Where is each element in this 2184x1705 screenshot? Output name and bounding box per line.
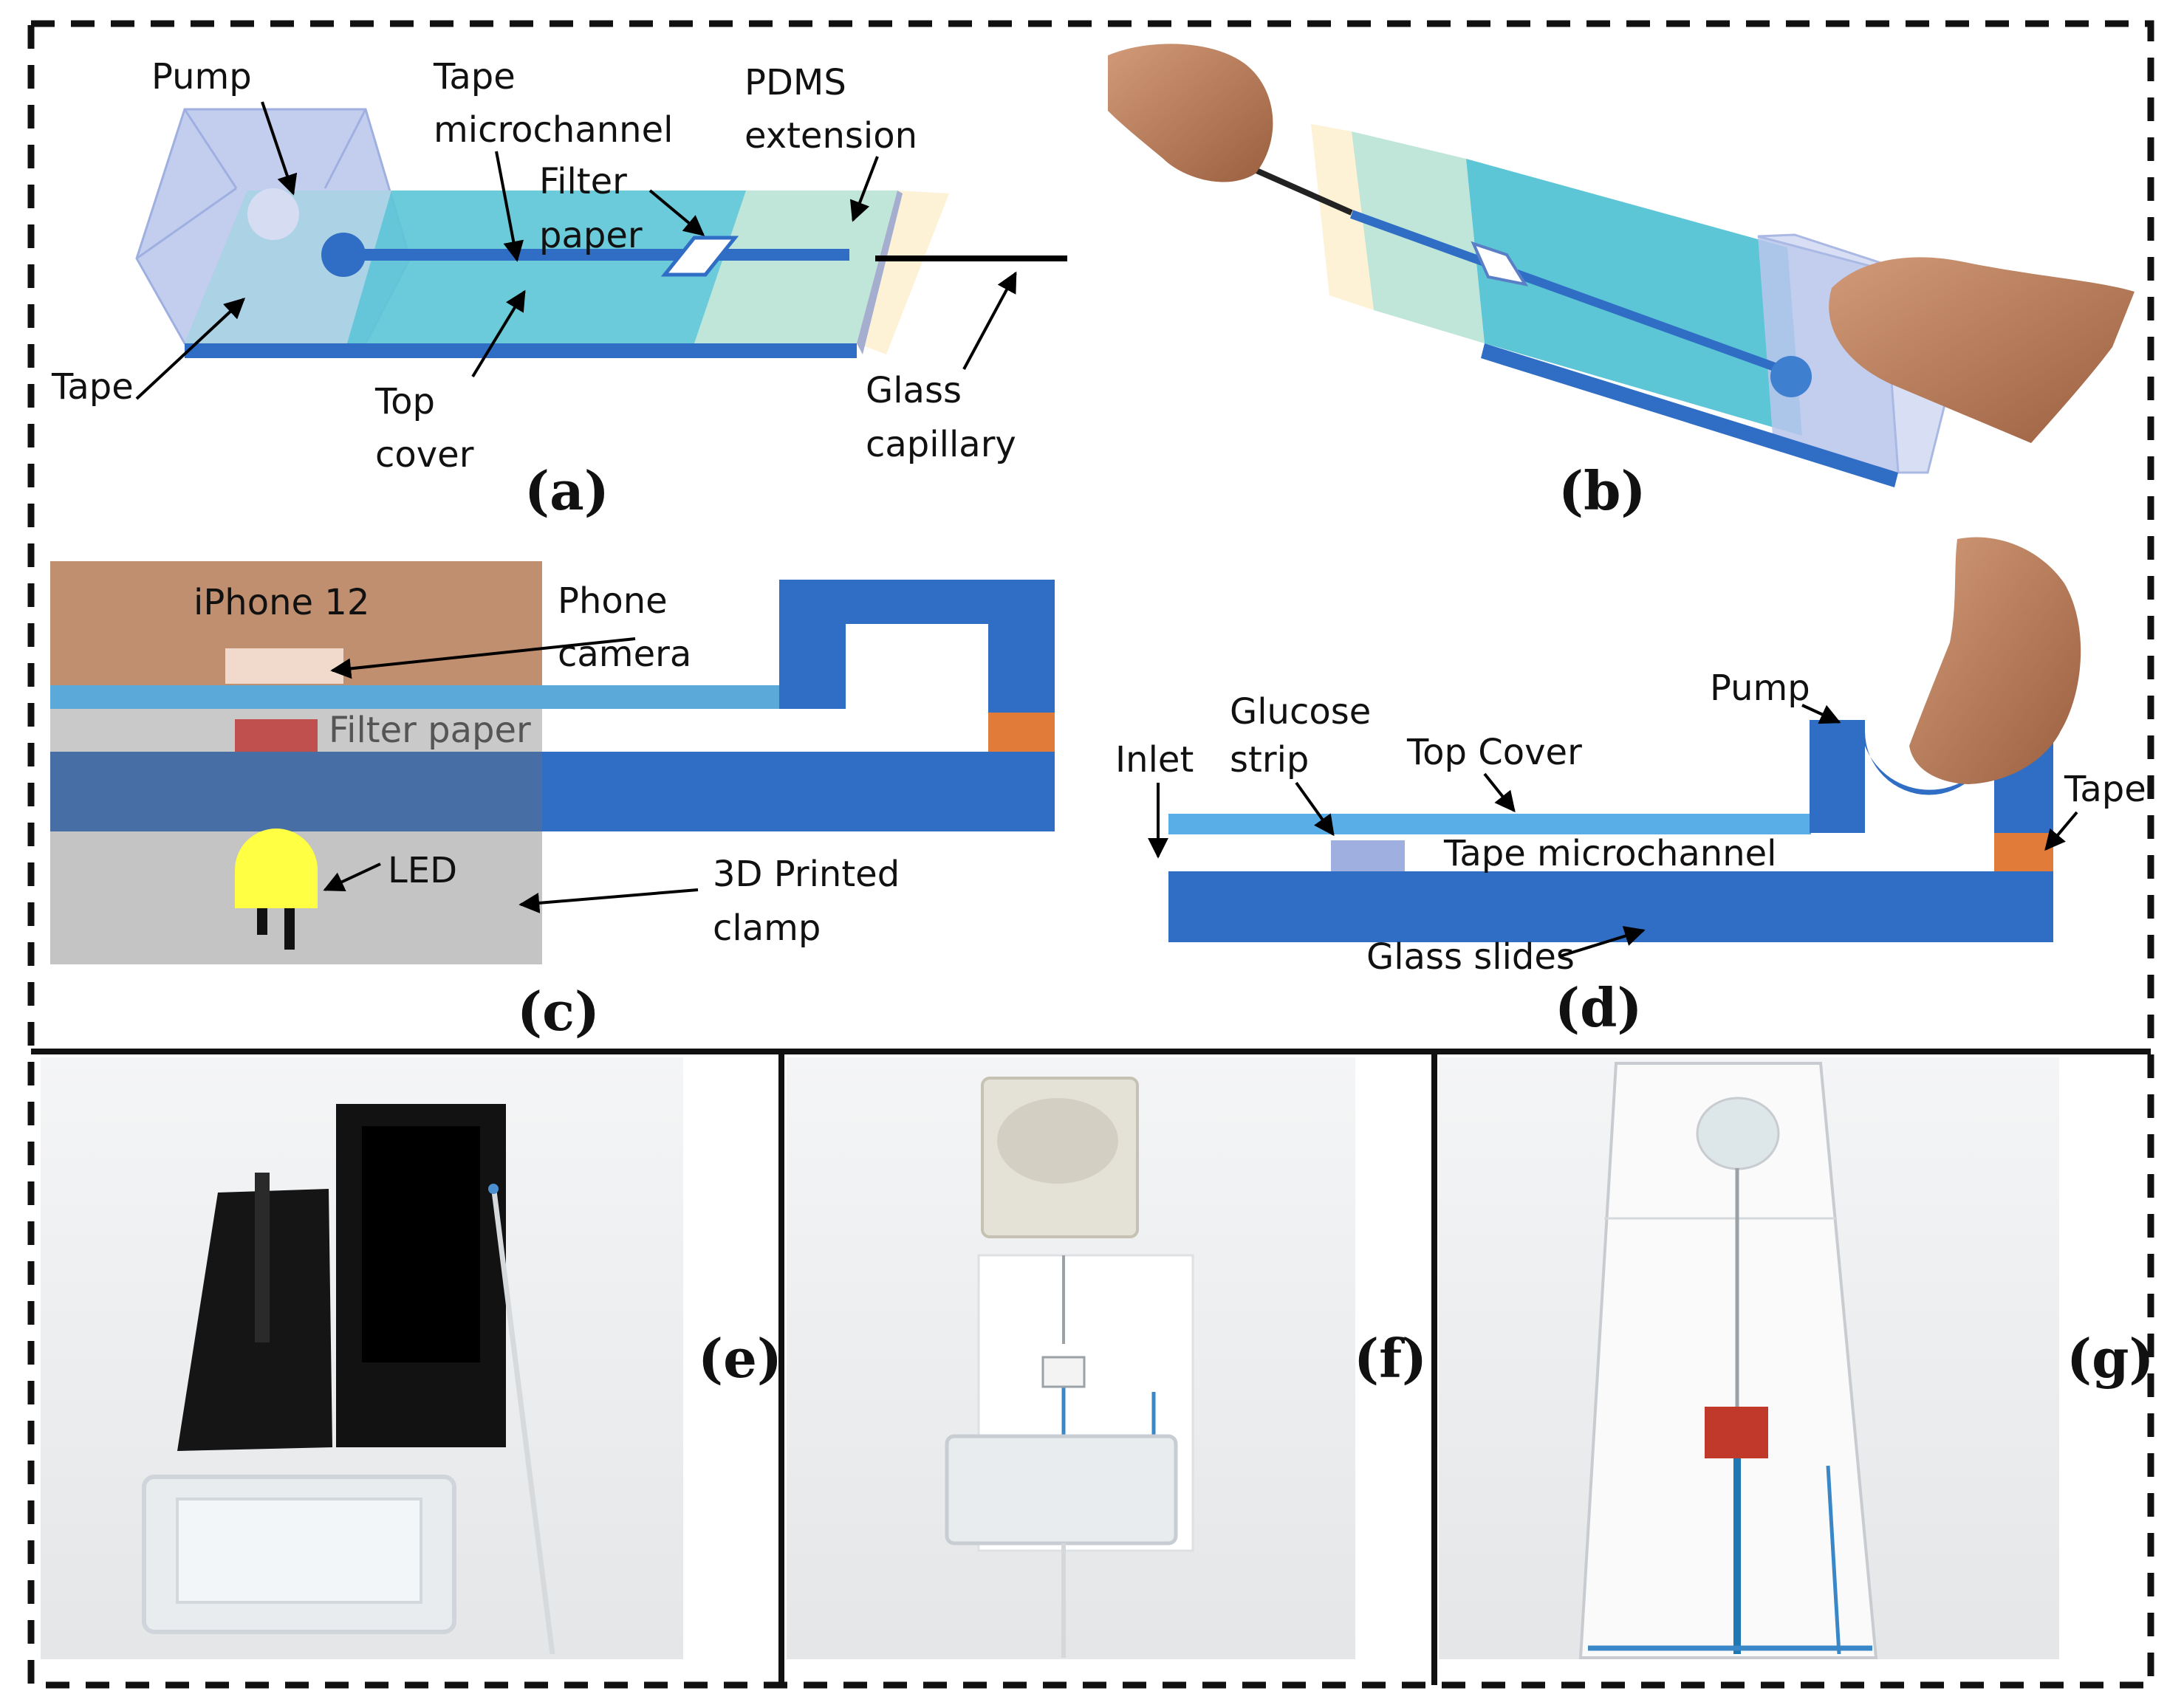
finger-right (1829, 257, 2135, 443)
panel-c: iPhone 12 Filter paper Phone camera LED … (50, 561, 1055, 1043)
filter-paper-a (660, 236, 739, 277)
pump-chamber-a (321, 233, 366, 277)
label-clamp-1: 3D Printed (713, 854, 900, 895)
filter-paper-c (235, 719, 318, 752)
pump-hole-g (1696, 1097, 1780, 1170)
caption-f: (f) (1354, 1327, 1427, 1390)
pump-chamber-b (1770, 356, 1812, 397)
panel-b: (b) (1108, 44, 2135, 522)
label-glucose-2: strip (1230, 739, 1309, 781)
panel-g: (g) (1439, 1057, 2154, 1659)
pump-structure-c (779, 580, 1055, 713)
panel-f: (f) (787, 1057, 1427, 1659)
label-glucose-1: Glucose (1230, 691, 1371, 733)
label-tape-d: Tape (2064, 769, 2146, 810)
label-tape-microchannel-1: Tape (433, 56, 516, 97)
label-clamp-2: clamp (713, 908, 821, 949)
label-top-cover-2: cover (375, 434, 474, 476)
phone-camera (225, 648, 343, 684)
led-icon (235, 829, 318, 908)
glass-slides-d (1168, 871, 2053, 942)
label-glass-capillary-1: Glass (866, 370, 962, 411)
label-glass-capillary-2: capillary (866, 424, 1016, 465)
filter-paper-b (1471, 241, 1529, 287)
top-cover-d (1168, 814, 1811, 834)
panel-e: (e) (41, 1057, 782, 1659)
glass-capillary-e (490, 1184, 555, 1655)
caption-e: (e) (698, 1327, 782, 1390)
caption-b: (b) (1558, 459, 1646, 522)
caption-a: (a) (524, 459, 609, 522)
capillary-holder (857, 191, 949, 354)
label-filter-paper-1: Filter (539, 161, 627, 202)
label-pdms-2: extension (744, 115, 917, 157)
label-glass-slides: Glass slides (1366, 936, 1575, 978)
finger-left (1108, 44, 1273, 182)
label-inlet: Inlet (1115, 739, 1194, 781)
figure-frame (27, 20, 2154, 1689)
finger-d (1909, 537, 2081, 784)
label-tape-microchannel-2: microchannel (434, 109, 673, 151)
caption-g: (g) (2067, 1327, 2154, 1390)
label-pump-d: Pump (1710, 668, 1810, 709)
label-top-cover-1: Top (374, 381, 435, 422)
label-led: LED (388, 850, 457, 891)
panel-a: Pump Tape microchannel Filter paper PDMS… (51, 56, 1067, 522)
label-filter-paper-2: paper (539, 215, 643, 256)
capillary-holder-b (1311, 124, 1374, 310)
caption-c: (c) (517, 980, 600, 1043)
tape-layer-a (185, 343, 857, 358)
pdms-extension-f (945, 1434, 1178, 1546)
slide-body-b (1466, 159, 1802, 436)
label-tape-microchannel-d: Tape microchannel (1443, 833, 1777, 874)
label-pump-a: Pump (151, 56, 252, 97)
filter-paper-g (1705, 1407, 1768, 1458)
label-tape-a: Tape (51, 366, 134, 408)
caption-d: (d) (1555, 976, 1642, 1039)
glucose-strip-d (1331, 840, 1405, 871)
glass-slide-g (1578, 1062, 1878, 1659)
pdms-extension (694, 191, 897, 343)
label-pdms-1: PDMS (744, 62, 846, 103)
label-top-cover-d: Top Cover (1406, 732, 1582, 773)
tape-c (988, 713, 1055, 752)
label-iphone: iPhone 12 (194, 582, 369, 623)
label-filter-paper-c: Filter paper (329, 710, 531, 751)
filter-paper-f (1041, 1356, 1086, 1388)
tape-d (1994, 833, 2053, 871)
panel-d: Glucose strip Inlet Top Cover Pump Tape … (1115, 537, 2146, 1039)
label-phone-camera-1: Phone (558, 580, 668, 622)
top-cover-c (50, 685, 789, 709)
